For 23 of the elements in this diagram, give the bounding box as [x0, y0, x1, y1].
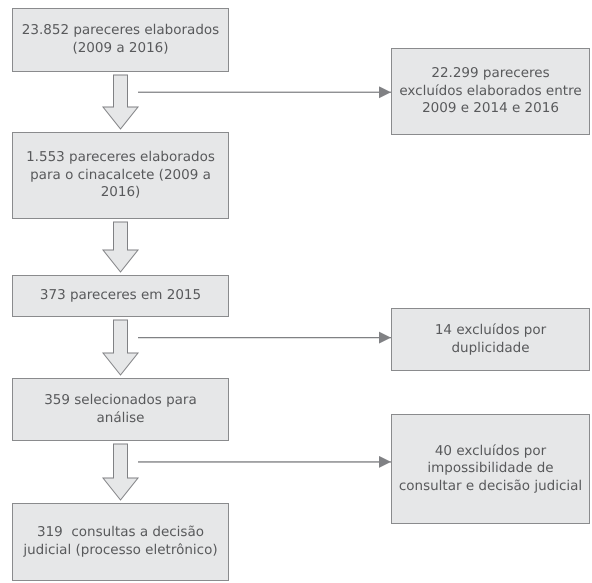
box-text: 22.299 pareceres excluídos elaborados entre 2009 e 2014 e 2016 — [398, 65, 583, 118]
process-box — [391, 414, 590, 524]
process-box — [12, 132, 229, 219]
process-box — [12, 275, 229, 317]
block-arrow — [102, 74, 140, 130]
box-text: 359 selecionados para análise — [43, 392, 198, 428]
arrow — [138, 332, 391, 344]
box-text: 319 consultas a decisão judicial (processo eletrônico) — [22, 524, 219, 560]
box-text: 1.553 pareceres elaborados para o cinacalcete (2009 a 2016) — [25, 149, 216, 202]
block-arrow — [102, 320, 140, 376]
box-text: 40 excluídos por impossibilidade de consultar e decisão judicial — [398, 442, 583, 496]
process-box — [12, 8, 229, 72]
process-box — [12, 378, 229, 441]
process-box — [391, 308, 590, 371]
box-text: 373 pareceres em 2015 — [40, 287, 202, 305]
process-box — [12, 503, 229, 581]
arrow — [138, 456, 391, 468]
block-arrow — [102, 444, 140, 501]
process-box — [391, 48, 590, 135]
box-text: 14 excluídos por duplicidade — [434, 322, 548, 358]
arrow — [138, 86, 391, 98]
block-arrow — [102, 222, 140, 273]
box-text: 23.852 pareceres elaborados (2009 a 2016) — [20, 22, 220, 58]
